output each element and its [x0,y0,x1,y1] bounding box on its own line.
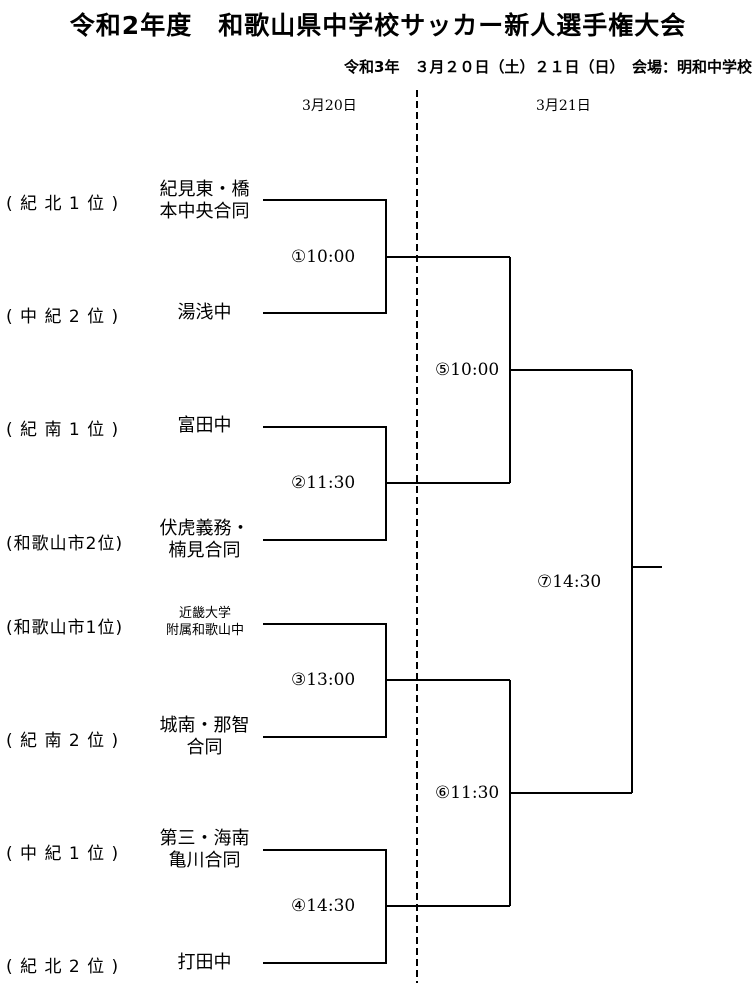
bracket-match-1 [263,199,510,314]
team-name: 城南・那智合同 [159,715,250,758]
seed-label: ( 紀 南 1 位 ) [6,420,120,440]
seed-label: ( 中 紀 1 位 ) [6,844,120,864]
team-name: 伏虎義務・楠見合同 [159,518,250,561]
team-name: 打田中 [177,952,232,973]
team-name: 湯浅中 [177,302,232,323]
match-label: ①10:00 [291,247,356,267]
bracket-match-4 [263,849,510,964]
match-label: ⑤10:00 [435,360,500,380]
team-name: 富田中 [177,415,232,436]
page-title: 令和2年度 和歌山県中学校サッカー新人選手権大会 [69,11,687,40]
seed-label: ( 紀 南 2 位 ) [6,731,120,751]
seed-label: ( 紀 北 1 位 ) [6,194,120,214]
team-name: 紀見東・橋本中央合同 [159,179,250,222]
team-name: 近畿大学附属和歌山中 [165,606,244,638]
seed-label: ( 中 紀 2 位 ) [6,307,120,327]
seed-label: ( 紀 北 2 位 ) [6,957,120,977]
match-label: ⑥11:30 [435,783,500,803]
bracket-match-3 [263,623,510,738]
team-name: 第三・海南亀川合同 [159,828,250,871]
match-label: ④14:30 [291,896,356,916]
match-label: ⑦14:30 [537,572,602,592]
day-label-2: 3月21日 [536,98,591,114]
seed-label: (和歌山市2位) [6,534,124,554]
bracket-match-6 [509,680,632,906]
bracket-match-7 [631,370,662,793]
event-date-venue: 令和3年 ３月２０日（土）２１日（日） 会場：明和中学校 [344,58,752,76]
day-label-1: 3月20日 [302,98,357,114]
match-label: ③13:00 [291,670,356,690]
seed-label: (和歌山市1位) [6,618,124,638]
match-label: ②11:30 [291,473,356,493]
bracket-match-2 [263,426,510,541]
bracket-match-5 [509,257,632,483]
